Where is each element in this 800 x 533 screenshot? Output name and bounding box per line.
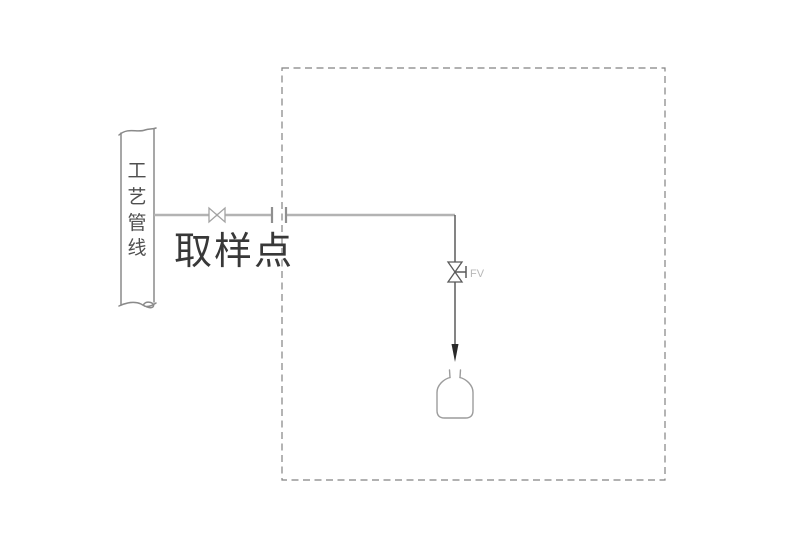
pipe-label-char-4: 线: [127, 237, 146, 259]
valve-tag-label: FV: [470, 268, 485, 280]
sampler-enclosure-border: [281, 67, 666, 481]
union-coupling: [270, 207, 288, 223]
pipe-label-char-2: 艺: [127, 186, 146, 208]
pipe-label-char-3: 管: [127, 212, 146, 234]
pipe-break-bottom: [118, 301, 157, 309]
pipe-break-top: [118, 127, 157, 136]
pipe-label-char-1: 工: [127, 161, 146, 182]
sampling-valve: [446, 261, 467, 283]
root-valve: [208, 206, 226, 224]
sampling-valve-top-triangle: [446, 261, 464, 274]
root-valve-left-triangle: [208, 206, 218, 224]
sampling-valve-bottom-triangle: [446, 270, 464, 283]
bottle-body: [436, 376, 474, 419]
flow-arrow-icon: [451, 344, 459, 362]
bottle-neck-right: [459, 369, 462, 379]
bottle-neck-left: [448, 369, 451, 379]
sample-bottle: [436, 369, 474, 419]
root-valve-right-triangle: [216, 206, 226, 224]
sampling-point-label: 取样点: [174, 231, 294, 273]
process-pipe-label: 工 艺 管 线: [127, 161, 146, 259]
